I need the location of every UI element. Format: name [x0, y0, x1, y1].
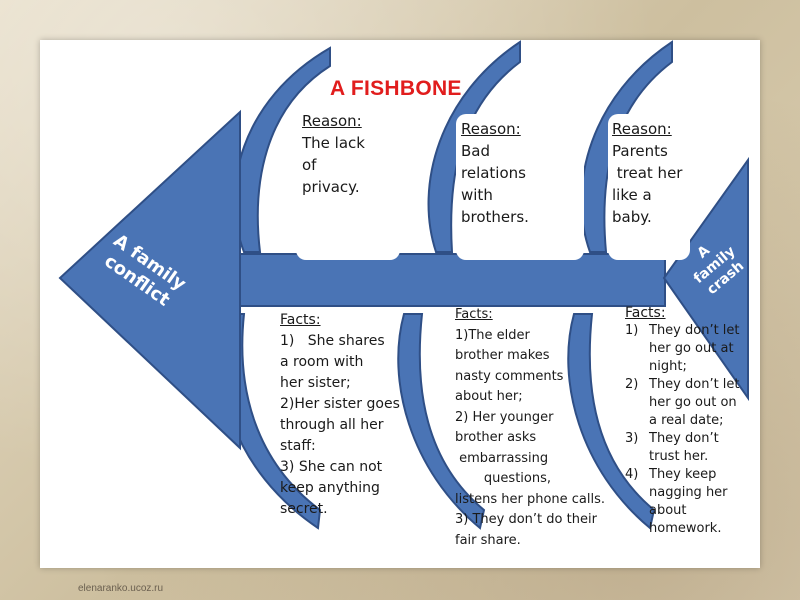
reason-block-2: Reason: Bad relations with brothers.: [461, 118, 529, 228]
item-text: They don’t trust her.: [649, 430, 719, 466]
fact-line: through all her: [280, 415, 400, 436]
item-line: night;: [649, 358, 740, 376]
fact-line: 3) They don’t do their: [455, 510, 605, 531]
facts-heading: Facts:: [455, 305, 605, 326]
fact-line: brother asks: [455, 428, 605, 449]
item-line: They don’t let: [649, 376, 740, 394]
list-item: 1) They don’t let her go out at night;: [625, 322, 740, 376]
fact-line: listens her phone calls.: [455, 490, 605, 511]
item-line: her go out at: [649, 340, 740, 358]
reason-line: privacy.: [302, 176, 365, 198]
item-line: a real date;: [649, 412, 740, 430]
reason-line: treat her: [612, 162, 682, 184]
facts-heading: Facts:: [625, 304, 740, 322]
fact-line: embarrassing: [455, 449, 605, 470]
facts-block-3: Facts: 1) They don’t let her go out at n…: [625, 304, 740, 538]
fact-line: questions,: [455, 469, 605, 490]
item-line: They don’t: [649, 430, 719, 448]
fact-line: about her;: [455, 387, 605, 408]
reason-line: Parents: [612, 140, 682, 162]
site-footer-link[interactable]: elenaranko.ucoz.ru: [78, 583, 163, 594]
item-line: nagging her: [649, 484, 728, 502]
reason-heading: Reason:: [612, 118, 682, 140]
fact-line: 1) She shares: [280, 331, 400, 352]
reason-heading: Reason:: [461, 118, 529, 140]
spine: [200, 254, 665, 306]
reason-block-1: Reason: The lack of privacy.: [302, 110, 365, 198]
facts-list: 1) They don’t let her go out at night; 2…: [625, 322, 740, 538]
item-text: They keep nagging her about homework.: [649, 466, 728, 538]
fact-line: brother makes: [455, 346, 605, 367]
reason-block-3: Reason: Parents treat her like a baby.: [612, 118, 682, 228]
item-number: 3): [625, 430, 649, 466]
item-line: her go out on: [649, 394, 740, 412]
reason-line: relations: [461, 162, 529, 184]
item-line: They don’t let: [649, 322, 740, 340]
reason-line: brothers.: [461, 206, 529, 228]
reason-line: Bad: [461, 140, 529, 162]
diagram-title: A FISHBONE: [330, 77, 462, 101]
item-number: 4): [625, 466, 649, 538]
item-number: 1): [625, 322, 649, 376]
item-line: They keep: [649, 466, 728, 484]
facts-block-2: Facts: 1)The elder brother makes nasty c…: [455, 305, 605, 551]
list-item: 2) They don’t let her go out on a real d…: [625, 376, 740, 430]
fact-line: her sister;: [280, 373, 400, 394]
fact-line: keep anything: [280, 478, 400, 499]
fact-line: nasty comments: [455, 367, 605, 388]
fact-line: 2) Her younger: [455, 408, 605, 429]
item-line: trust her.: [649, 448, 719, 466]
reason-heading: Reason:: [302, 110, 365, 132]
list-item: 4) They keep nagging her about homework.: [625, 466, 740, 538]
item-number: 2): [625, 376, 649, 430]
reason-line: baby.: [612, 206, 682, 228]
facts-block-1: Facts: 1) She shares a room with her sis…: [280, 310, 400, 520]
item-text: They don’t let her go out on a real date…: [649, 376, 740, 430]
reason-line: with: [461, 184, 529, 206]
fact-line: 3) She can not: [280, 457, 400, 478]
fact-line: 2)Her sister goes: [280, 394, 400, 415]
item-line: homework.: [649, 520, 728, 538]
reason-line: like a: [612, 184, 682, 206]
item-line: about: [649, 502, 728, 520]
fact-line: secret.: [280, 499, 400, 520]
list-item: 3) They don’t trust her.: [625, 430, 740, 466]
fact-line: 1)The elder: [455, 326, 605, 347]
fact-line: a room with: [280, 352, 400, 373]
reason-line: The lack: [302, 132, 365, 154]
reason-line: of: [302, 154, 365, 176]
fact-line: fair share.: [455, 531, 605, 552]
fact-line: staff:: [280, 436, 400, 457]
item-text: They don’t let her go out at night;: [649, 322, 740, 376]
facts-heading: Facts:: [280, 310, 400, 331]
